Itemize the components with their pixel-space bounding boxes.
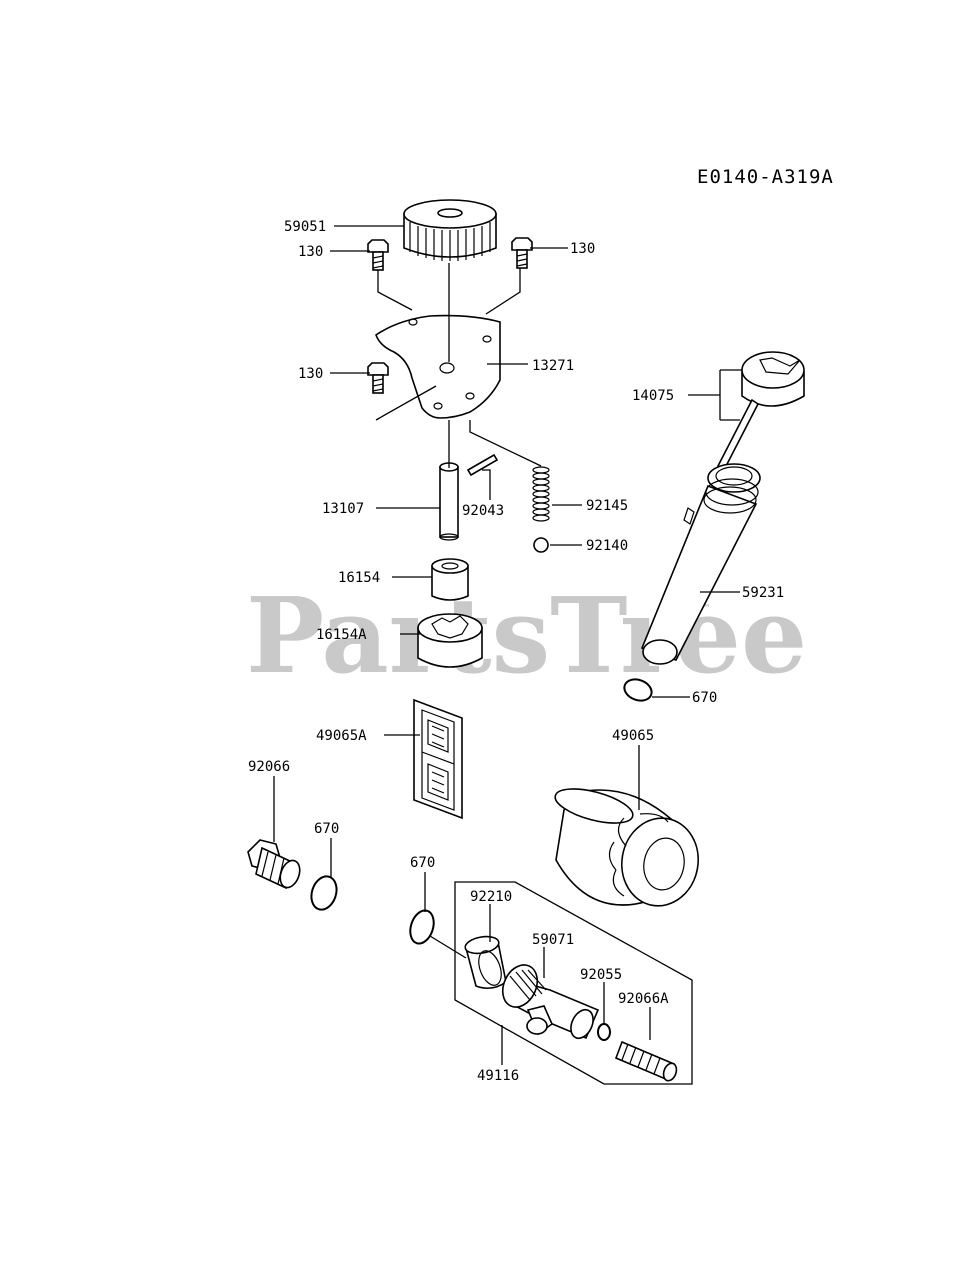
label-59071: 59071 [532, 932, 574, 948]
label-49065: 49065 [612, 728, 654, 744]
assembly-outline [454, 881, 693, 1085]
part-jet[interactable] [614, 1040, 679, 1083]
part-nut[interactable] [464, 934, 507, 990]
part-gear[interactable] [403, 199, 497, 261]
part-o-ring-plug[interactable] [307, 873, 340, 913]
label-92055: 92055 [580, 967, 622, 983]
part-spring[interactable] [532, 466, 550, 522]
part-oil-cap-dipstick[interactable] [716, 351, 805, 472]
label-92210: 92210 [470, 889, 512, 905]
part-o-ring-tube[interactable] [621, 676, 654, 704]
part-plate[interactable] [375, 314, 501, 419]
leader-lines [273, 225, 742, 1065]
label-670-tube: 670 [692, 690, 717, 706]
label-130-left-mid: 130 [298, 366, 323, 382]
part-pin[interactable] [466, 453, 499, 477]
part-ball[interactable] [533, 537, 549, 553]
label-92066A: 92066A [618, 991, 669, 1007]
part-filler-tube[interactable] [640, 463, 761, 665]
watermark: PartsTree [246, 574, 807, 697]
label-670-fitting: 670 [410, 855, 435, 871]
part-inner-rotor[interactable] [431, 558, 469, 601]
part-bolt-left-mid[interactable] [367, 362, 389, 394]
part-bolt-right-top[interactable] [511, 237, 533, 269]
label-59231: 59231 [742, 585, 784, 601]
label-16154A: 16154A [316, 627, 367, 643]
part-o-ring-fitting[interactable] [406, 907, 437, 946]
diagram-code: E0140-A319A [697, 166, 834, 188]
label-92140: 92140 [586, 538, 628, 554]
label-92145: 92145 [586, 498, 628, 514]
part-drain-plug[interactable] [247, 839, 303, 890]
label-92043: 92043 [462, 503, 504, 519]
label-670-plug: 670 [314, 821, 339, 837]
label-49116: 49116 [477, 1068, 519, 1084]
part-oil-screen[interactable] [413, 698, 463, 820]
part-shaft[interactable] [439, 462, 459, 541]
label-14075: 14075 [632, 388, 674, 404]
label-92066: 92066 [248, 759, 290, 775]
label-59051: 59051 [284, 219, 326, 235]
label-130-left-top: 130 [298, 244, 323, 260]
label-13107: 13107 [322, 501, 364, 517]
label-13271: 13271 [532, 358, 574, 374]
watermark-trademark: ™ [700, 602, 711, 615]
label-16154: 16154 [338, 570, 380, 586]
label-130-right-top: 130 [570, 241, 595, 257]
part-oil-filter[interactable] [552, 782, 705, 912]
part-outer-rotor[interactable] [417, 613, 483, 668]
part-fitting[interactable] [496, 959, 600, 1042]
part-bolt-left-top[interactable] [367, 239, 389, 271]
label-49065A: 49065A [316, 728, 367, 744]
part-washer[interactable] [597, 1023, 611, 1041]
